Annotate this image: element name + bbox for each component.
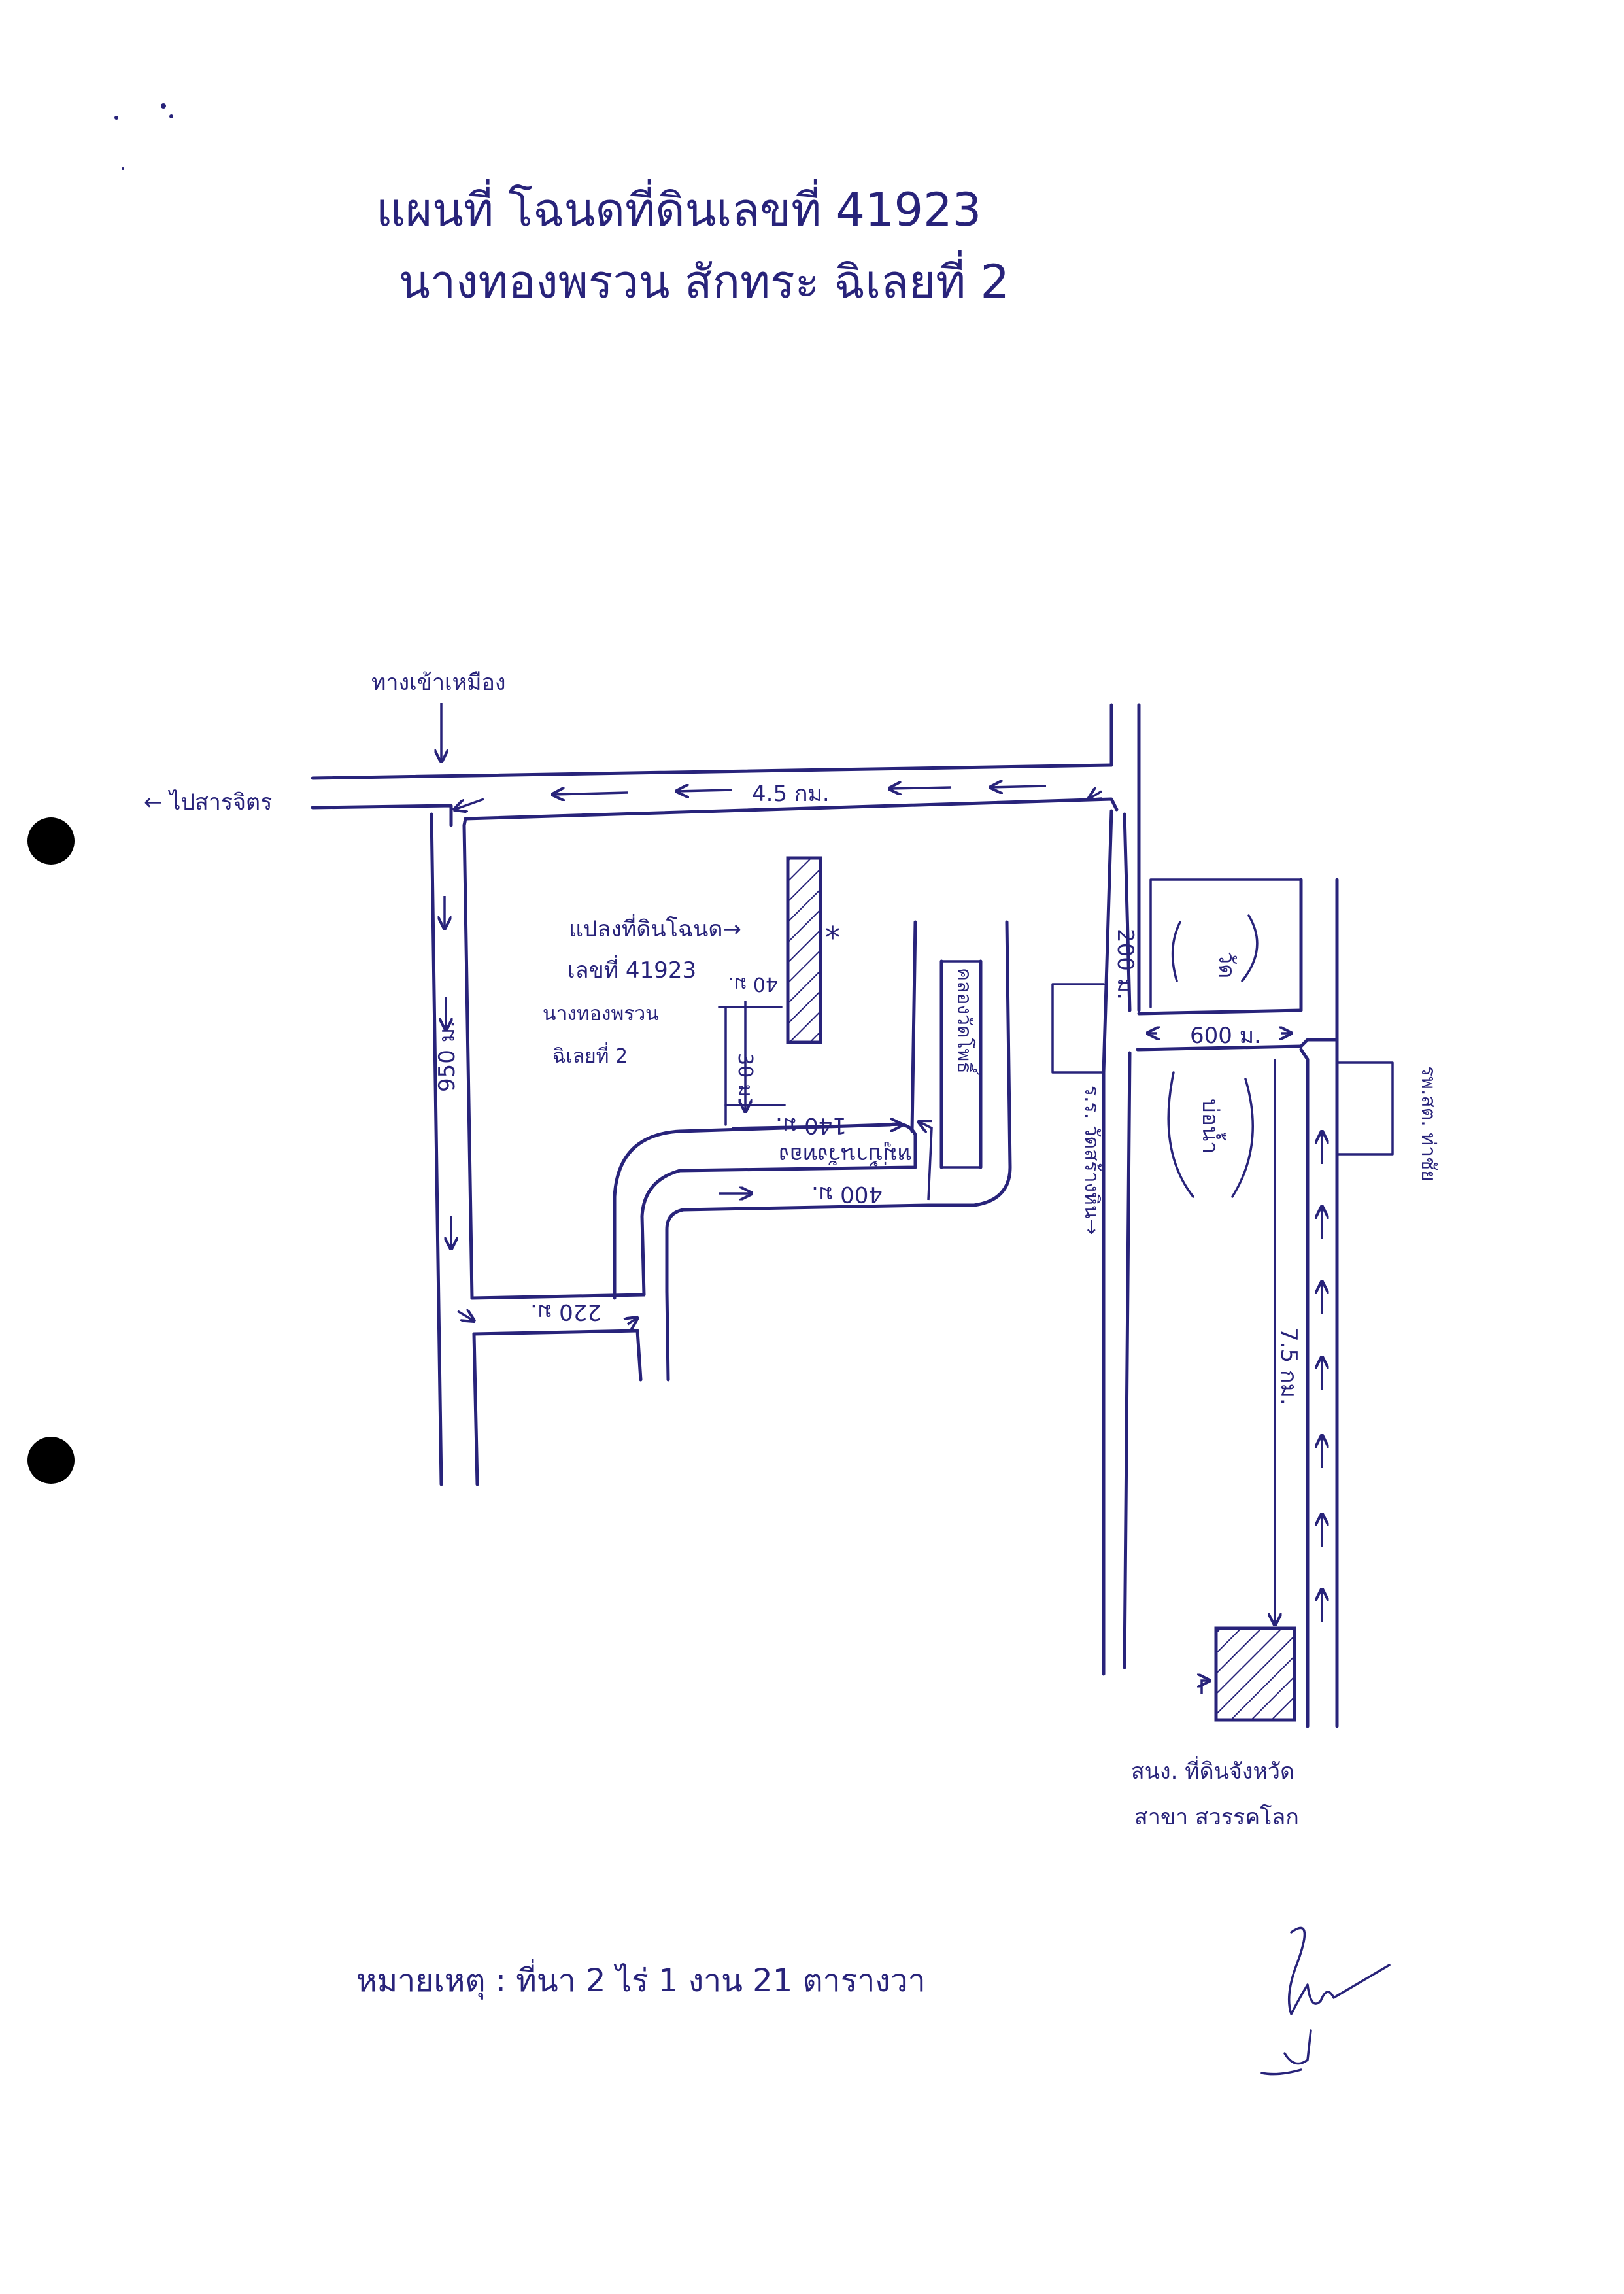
canal-label: คลองวัดโพธิ์ (953, 968, 979, 1075)
bottom-left-distance: 220 ม. (530, 1299, 601, 1325)
junction-label: ทางเข้าเหมือง (371, 670, 506, 696)
parcel-label-2: เลขที่ 41923 (567, 955, 696, 984)
signature (1260, 1926, 1391, 2076)
right-upper-distance: 200 ม. (1112, 929, 1138, 1000)
reservoir-label: บ่อน้ำ (1197, 1099, 1226, 1154)
parcel-side-distance: 30 ม. (734, 1053, 756, 1103)
left-road-distance: 950 ม. (434, 1021, 460, 1092)
village-label: หมู่บ้านวังทอง (779, 1142, 912, 1168)
parcel-owner-label-2: ฉิเลยที่ 2 (552, 1042, 628, 1068)
parcel-top-distance: 40 ม. (728, 972, 778, 995)
canal-right-bank (926, 920, 1012, 1207)
parcel-41923[interactable] (786, 856, 822, 1044)
parcel-label-1: แปลงที่ดินโฉนด→ (569, 914, 741, 942)
school-label: ร.ร. วัดสร้างหิน→ (1080, 1086, 1103, 1235)
parcel-star-icon: * (825, 920, 840, 955)
hospital-label: รพ.สต. ท่าชัย (1417, 1066, 1440, 1182)
school-block (1051, 983, 1105, 1074)
top-road-distance: 4.5 กม. (752, 781, 830, 807)
punch-hole-bottom (27, 1437, 75, 1484)
footnote: หมายเหตุ : ที่นา 2 ไร่ 1 งาน 21 ตารางวา (356, 1959, 926, 2000)
temple-block (1149, 878, 1302, 1008)
temple-label: วัด (1213, 951, 1240, 978)
map-subtitle: นางทองพรวน สักทระ ฉิเลยที่ 2 (399, 250, 1009, 309)
parcel-owner-label: นางทองพรวน (543, 1002, 659, 1025)
land-office-block (1214, 1626, 1296, 1722)
village-road-outer (613, 1123, 891, 1300)
reservoir-shape (1167, 1071, 1194, 1198)
map-title: แผนที่ โฉนดที่ดินเลขที่ 41923 (376, 179, 981, 237)
hospital-block (1336, 1061, 1394, 1156)
middle-road-distance: 400 ม. (811, 1181, 883, 1207)
left-road-outer (430, 812, 443, 1486)
to-city-label: ← ไปสารจิตร (144, 789, 272, 815)
right-cross-distance: 600 ม. (1190, 1023, 1261, 1049)
punch-hole-top (27, 817, 75, 865)
bottom-left-spur-top (470, 1293, 646, 1300)
right-long-distance: 7.5 กม. (1276, 1327, 1302, 1405)
land-office-label-1: สนง. ที่ดินจังหวัด (1131, 1756, 1294, 1785)
upper-middle-distance: 140 ม. (775, 1112, 847, 1138)
top-road-upper (311, 763, 1113, 780)
land-office-label-2: สาขา สวรรคโลก (1134, 1804, 1299, 1830)
village-road-inner (640, 1169, 682, 1297)
left-road-inner (462, 823, 474, 1300)
